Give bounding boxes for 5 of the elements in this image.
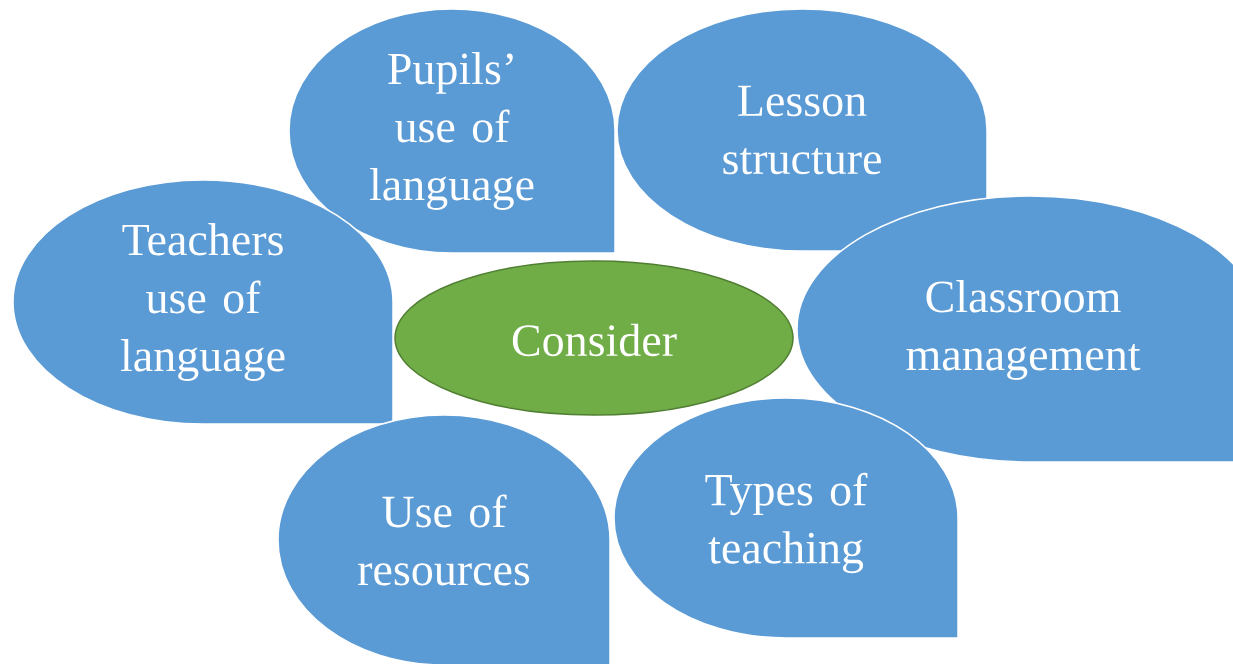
speech-bubble: Types of teaching (613, 397, 959, 639)
speech-bubble: Use of resources (277, 414, 611, 664)
speech-bubble: Classroom management (796, 195, 1233, 463)
speech-bubble: Lesson structure (616, 8, 988, 252)
speech-bubble: Pupils’ use of language (288, 8, 616, 254)
